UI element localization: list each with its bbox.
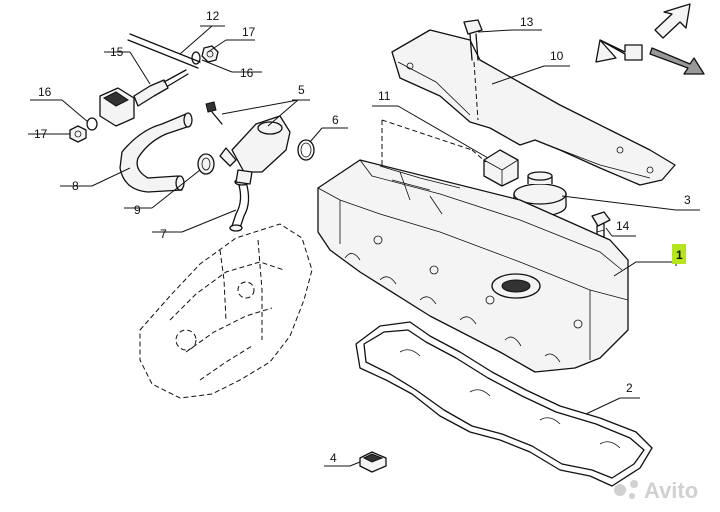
callout-9: 9 — [134, 203, 141, 217]
part-15-sensor — [99, 69, 189, 127]
callout-4: 4 — [330, 451, 337, 465]
callout-10: 10 — [550, 49, 564, 63]
part-8-hose — [119, 112, 193, 193]
arrow-up-right-icon — [654, 3, 691, 39]
part-7-breather-tube — [229, 178, 250, 232]
engine-block-outline — [139, 223, 313, 399]
part-17-nut-left — [69, 125, 87, 143]
part-17-nut-right — [201, 45, 219, 63]
callout-8: 8 — [72, 179, 79, 193]
part-5-outlet-housing — [205, 101, 291, 185]
part-6-o-ring — [297, 139, 315, 161]
arrow-down-right-icon — [649, 47, 705, 75]
watermark-brand: Avito — [644, 478, 698, 503]
callout-15: 15 — [110, 45, 124, 59]
callout-16-left: 16 — [38, 85, 52, 99]
part-4-rubber-insert — [359, 451, 387, 473]
part-11-bracket — [483, 149, 519, 187]
part-10-heat-shield — [391, 29, 676, 186]
callout-1-highlight — [672, 244, 686, 264]
direction-arrows — [595, 3, 705, 75]
callout-12: 12 — [206, 9, 220, 23]
callout-7: 7 — [160, 227, 167, 241]
part-2-gasket — [355, 321, 653, 487]
callout-17-left: 17 — [34, 127, 48, 141]
part-16-washer-left — [86, 117, 98, 131]
callout-1: 1 — [676, 248, 683, 262]
part-13-bolt — [463, 19, 483, 121]
part-16-washer-right — [191, 51, 201, 65]
callout-11: 11 — [378, 89, 391, 103]
arrow-down-left-icon — [595, 39, 643, 63]
callout-16-right: 16 — [240, 66, 254, 80]
callout-5: 5 — [298, 83, 305, 97]
callout-2: 2 — [626, 381, 633, 395]
watermark: Avito — [614, 478, 698, 503]
part-12-pipe — [127, 33, 201, 69]
callout-17-right: 17 — [242, 25, 256, 39]
callout-14: 14 — [616, 219, 630, 233]
callout-13: 13 — [520, 15, 534, 29]
callout-labels: 12 17 16 15 16 17 8 9 7 5 6 11 13 10 3 1… — [34, 9, 691, 465]
part-9-hose-clamp — [197, 153, 215, 175]
part-1-valve-cover — [317, 159, 629, 373]
callout-3: 3 — [684, 193, 691, 207]
avito-logo-icon — [614, 484, 626, 496]
callout-6: 6 — [332, 113, 339, 127]
